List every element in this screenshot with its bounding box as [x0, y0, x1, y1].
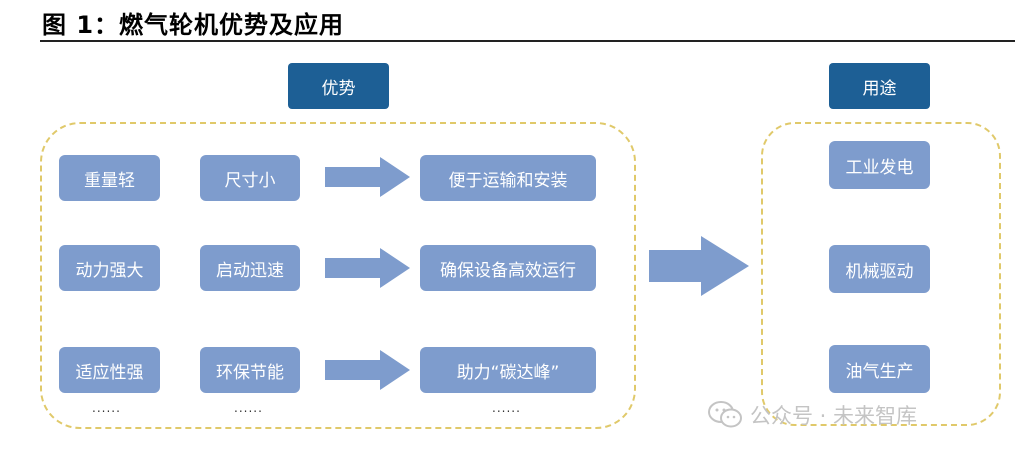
- result-pill: 助力“碳达峰”: [420, 347, 596, 393]
- watermark: 公众号 · 未来智库: [708, 395, 1008, 435]
- uses-group: [761, 122, 1001, 426]
- use-pill-oilgas: 油气生产: [829, 345, 930, 393]
- big-right-arrow-icon: [649, 236, 749, 296]
- ellipsis: ......: [92, 401, 121, 415]
- result-pill: 确保设备高效运行: [420, 245, 596, 291]
- right-arrow-icon: [325, 248, 410, 288]
- feature-pill: 环保节能: [200, 347, 300, 393]
- ellipsis: ......: [234, 401, 263, 415]
- feature-pill: 重量轻: [59, 155, 160, 201]
- right-arrow-icon: [325, 350, 410, 390]
- ellipsis: ......: [492, 401, 521, 415]
- feature-pill: 启动迅速: [200, 245, 300, 291]
- title-divider: [40, 40, 1015, 42]
- use-pill-power: 工业发电: [829, 141, 930, 189]
- figure-title: 图 1：燃气轮机优势及应用: [42, 11, 345, 39]
- feature-pill: 尺寸小: [200, 155, 300, 201]
- wechat-icon: [708, 401, 742, 428]
- feature-pill: 适应性强: [59, 347, 160, 393]
- header-advantages: 优势: [288, 63, 389, 109]
- feature-pill: 动力强大: [59, 245, 160, 291]
- advantages-group: [40, 122, 636, 429]
- watermark-text: 公众号 · 未来智库: [750, 404, 918, 428]
- header-uses: 用途: [829, 63, 930, 109]
- result-pill: 便于运输和安装: [420, 155, 596, 201]
- use-pill-drive: 机械驱动: [829, 245, 930, 293]
- right-arrow-icon: [325, 157, 410, 197]
